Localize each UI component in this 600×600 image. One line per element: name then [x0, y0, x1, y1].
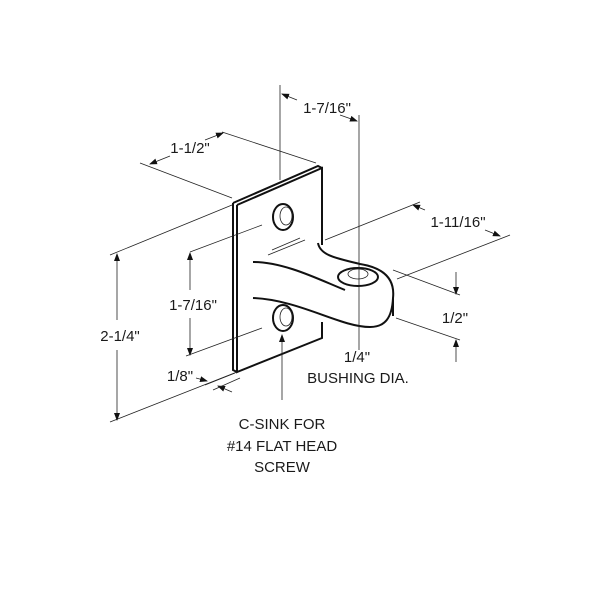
dim-plate-height: 2-1/4"	[100, 328, 140, 345]
csink-label-2: #14 FLAT HEAD	[227, 438, 337, 455]
dim-bushing: 1/4"	[344, 349, 370, 366]
mounting-plate	[232, 164, 323, 374]
dim-plate-width: 1-1/2"	[170, 140, 210, 157]
dim-arm-length: 1-11/16"	[430, 214, 485, 231]
csink-label-1: C-SINK FOR	[239, 416, 326, 433]
upper-screw-hole	[272, 203, 294, 231]
dim-hole-spacing: 1-7/16"	[169, 297, 217, 314]
bushing-label: BUSHING DIA.	[307, 370, 409, 387]
dim-arm-offset: 1-7/16"	[303, 100, 351, 117]
dimension-lines	[109, 85, 511, 423]
dim-plate-thickness: 1/8"	[167, 368, 193, 385]
dim-arm-height: 1/2"	[442, 310, 468, 327]
lower-screw-hole	[272, 304, 294, 332]
csink-label-3: SCREW	[254, 459, 311, 476]
bracket-arm	[252, 237, 395, 329]
